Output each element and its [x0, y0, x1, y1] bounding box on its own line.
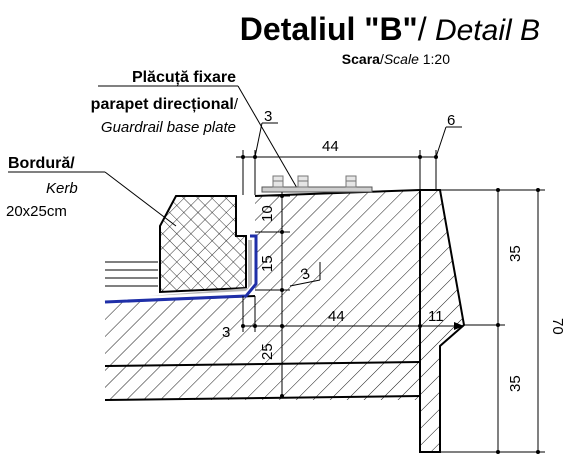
kerb-label: Bordură/ Kerb 20x25cm: [6, 155, 177, 227]
pavement-courses: [105, 261, 158, 287]
dim-bottom-3: 3: [222, 324, 230, 341]
drawing-scale: Scara/Scale 1:20: [342, 51, 450, 67]
dim-bottom-11: 11: [428, 308, 444, 325]
svg-text:Bordură/: Bordură/: [8, 155, 75, 172]
dim-top-44: 44: [322, 138, 339, 155]
svg-text:Guardrail base plate: Guardrail base plate: [101, 119, 236, 136]
svg-text:20x25cm: 20x25cm: [6, 203, 67, 220]
waterproofing-fill: [150, 240, 252, 296]
svg-text:Plăcuță fixare: Plăcuță fixare: [132, 69, 236, 86]
dim-top-6: 6: [447, 112, 455, 129]
svg-text:parapet direcțional/: parapet direcțional/: [91, 96, 239, 113]
base-plate-label: Plăcuță fixare parapet direcțional/ Guar…: [91, 69, 298, 189]
dimension-ticks: [241, 155, 540, 454]
dim-bottom-25: 25: [259, 343, 276, 360]
kerb: [159, 195, 247, 294]
dim-kerb-15: 15: [259, 255, 276, 272]
svg-text:Kerb: Kerb: [46, 180, 78, 197]
dim-kerb-10: 10: [259, 205, 276, 222]
dim-top-3: 3: [264, 108, 272, 125]
drawing-title: Detaliul "B"/ Detail B: [240, 11, 540, 47]
dim-right-70: 70: [549, 318, 566, 335]
dim-right-35-bottom: 35: [507, 375, 524, 392]
guardrail-base-plate: [261, 175, 373, 193]
dim-right-35-top: 35: [507, 245, 524, 262]
waterproofing-layer: [104, 234, 258, 304]
dim-bottom-44: 44: [328, 308, 345, 325]
